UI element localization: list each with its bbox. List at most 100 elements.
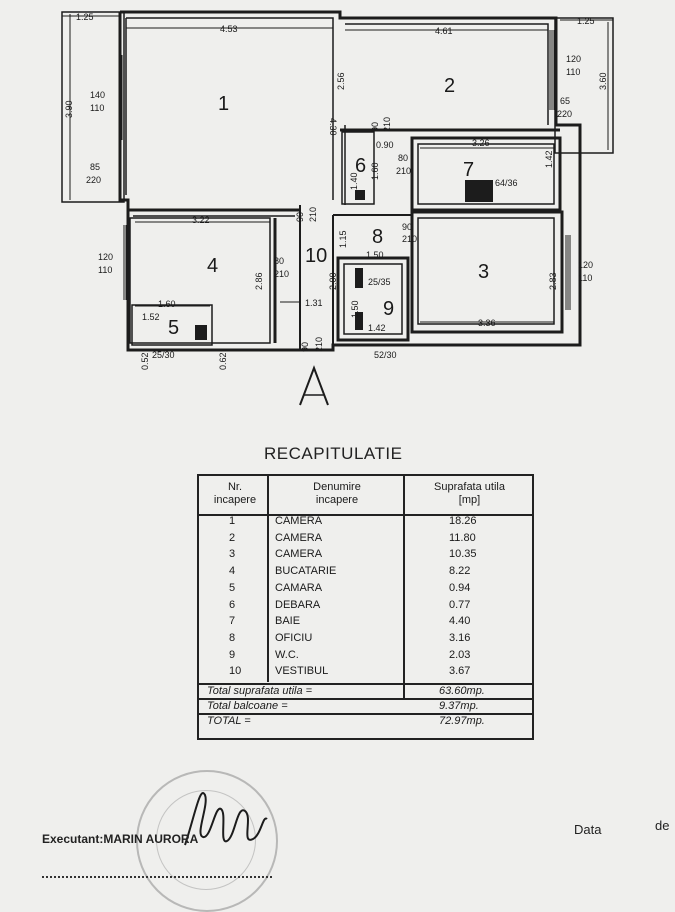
cell-name: BAIE bbox=[275, 615, 301, 628]
room-label-6: 6 bbox=[355, 155, 366, 177]
table-row: 4 BUCATARIE 8.22 bbox=[199, 564, 532, 578]
signature-line bbox=[42, 876, 272, 878]
date-label: Data bbox=[574, 822, 602, 837]
dim-text: 2.83 bbox=[548, 272, 558, 290]
dim-text: 80 bbox=[274, 256, 284, 266]
cell-nr: 7 bbox=[229, 615, 236, 628]
dim-text: 1.52 bbox=[142, 312, 160, 322]
dim-text: 120 bbox=[566, 54, 581, 64]
dim-text: 110 bbox=[566, 67, 580, 77]
cell-nr: 8 bbox=[229, 631, 236, 644]
dim-text: 1.42 bbox=[368, 323, 386, 333]
cell-name: BUCATARIE bbox=[275, 565, 337, 578]
dim-text: 1.60 bbox=[158, 299, 176, 309]
dim-text: 140 bbox=[90, 90, 105, 100]
recap-table: Nr. incapere Denumire incapere Suprafata… bbox=[197, 474, 534, 740]
cell-nr: 5 bbox=[229, 581, 236, 594]
cell-nr: 4 bbox=[229, 565, 236, 578]
header-sup-line2: [mp] bbox=[458, 494, 481, 506]
column-divider bbox=[403, 476, 405, 698]
total-label: Total suprafata utila = bbox=[207, 685, 313, 697]
cell-name: DEBARA bbox=[275, 598, 321, 611]
header-nr-line2: incapere bbox=[213, 494, 257, 506]
dim-text: 65 bbox=[560, 96, 570, 106]
cell-area: 11.80 bbox=[449, 531, 476, 544]
table-header: Nr. incapere Denumire incapere Suprafata… bbox=[199, 476, 532, 516]
column-divider bbox=[267, 476, 269, 682]
room-label-3: 3 bbox=[478, 261, 489, 283]
room-label-8: 8 bbox=[372, 226, 383, 248]
cell-nr: 2 bbox=[229, 531, 236, 544]
total-row: Total suprafata utila =63.60mp. bbox=[199, 683, 532, 699]
cell-name: CAMERA bbox=[275, 548, 323, 561]
dim-text: 3.90 bbox=[64, 100, 74, 118]
dim-text: 3.36 bbox=[478, 318, 496, 328]
dim-text: 1.50 bbox=[350, 300, 360, 318]
cell-name: CAMERA bbox=[275, 531, 323, 544]
room-label-9: 9 bbox=[383, 298, 394, 320]
cell-name: CAMERA bbox=[275, 515, 323, 527]
dim-text: 220 bbox=[86, 175, 101, 185]
dim-text: 1.42 bbox=[544, 150, 554, 168]
cell-area: 3.16 bbox=[449, 631, 471, 644]
dim-text: 90 bbox=[370, 122, 380, 132]
dim-text: 0.52 bbox=[140, 352, 150, 370]
total-label: TOTAL = bbox=[207, 715, 251, 727]
cell-area: 0.94 bbox=[449, 581, 471, 594]
dim-text: 110 bbox=[90, 103, 104, 113]
dim-text: 2.56 bbox=[336, 72, 346, 90]
dim-text: 220 bbox=[557, 109, 572, 119]
header-nr: Nr. incapere bbox=[205, 481, 265, 519]
dim-text: 4.61 bbox=[435, 26, 453, 36]
dim-text: 90 bbox=[300, 342, 310, 352]
dim-text: 120 bbox=[578, 260, 593, 270]
cell-area: 0.77 bbox=[449, 598, 471, 611]
room-label-1: 1 bbox=[218, 93, 229, 115]
dim-text: 210 bbox=[308, 207, 318, 222]
room-label-7: 7 bbox=[463, 159, 474, 181]
dim-text: 3.60 bbox=[598, 72, 608, 90]
dim-text: 90 bbox=[295, 212, 305, 222]
recap-title: RECAPITULATIE bbox=[264, 444, 403, 463]
dim-text: 4.53 bbox=[220, 24, 238, 34]
dim-text: 25/30 bbox=[152, 350, 175, 360]
dim-text: 0.62 bbox=[218, 352, 228, 370]
dim-text: 4.30 bbox=[328, 118, 338, 136]
room-label-5: 5 bbox=[168, 317, 179, 339]
date-suffix: de bbox=[655, 818, 670, 833]
dim-text: 1.50 bbox=[366, 250, 384, 260]
signature bbox=[184, 792, 268, 846]
cell-nr: 9 bbox=[229, 648, 236, 661]
dim-text: 110 bbox=[98, 265, 112, 275]
total-row: Total balcoane =9.37mp. bbox=[199, 698, 532, 714]
north-arrow-icon bbox=[299, 365, 329, 406]
cell-area: 3.67 bbox=[449, 665, 471, 678]
dim-text: 1.60 bbox=[370, 162, 380, 180]
dim-text: 210 bbox=[314, 337, 324, 352]
header-denumire: Denumire incapere bbox=[273, 481, 401, 519]
cell-nr: 3 bbox=[229, 548, 236, 561]
dim-text: 1.25 bbox=[76, 12, 94, 22]
cell-area: 18.26 bbox=[449, 515, 477, 527]
executant-label: Executant:MARIN AURORA bbox=[42, 832, 199, 846]
floor-plan: 1 2 3 4 5 6 7 8 9 10 1.25 4.53 4.61 1.25… bbox=[61, 10, 614, 406]
dim-text: 3.22 bbox=[192, 215, 210, 225]
dim-text: 25/35 bbox=[368, 277, 391, 287]
cell-area: 8.22 bbox=[449, 565, 471, 578]
stamp-seal-inner bbox=[156, 790, 256, 890]
table-row: 2 CAMERA 11.80 bbox=[199, 531, 532, 545]
dim-text: 210 bbox=[396, 166, 411, 176]
dim-text: 64/36 bbox=[495, 178, 518, 188]
dim-text: 120 bbox=[98, 252, 113, 262]
header-den-line2: incapere bbox=[315, 494, 359, 506]
dim-text: 85 bbox=[90, 162, 100, 172]
dim-text: 1.40 bbox=[349, 172, 359, 190]
header-sup-line1: Suprafata utila bbox=[434, 481, 505, 493]
room-label-2: 2 bbox=[444, 75, 455, 97]
